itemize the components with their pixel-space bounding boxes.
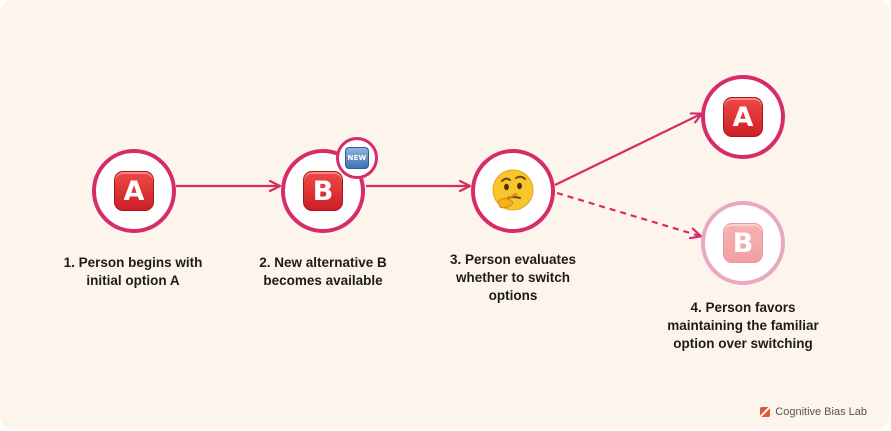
footer-brand: Cognitive Bias Lab: [760, 406, 867, 418]
step-4-label: 4. Person favors maintaining the familia…: [667, 300, 819, 351]
switch-option-b-node: B: [701, 201, 785, 285]
arrow-3-to-switch-b-dashed: [556, 191, 700, 236]
thinking-face-icon: [492, 169, 534, 211]
option-a-node: A: [92, 149, 176, 233]
step-2-label: 2. New alternative B becomes available: [259, 255, 387, 288]
switch-option-b-tile: B: [723, 223, 763, 263]
step-1-label: 1. Person begins with initial option A: [63, 255, 203, 288]
keep-option-a-tile: A: [723, 97, 763, 137]
lab-logo-icon: [760, 407, 771, 417]
new-badge: NEW: [336, 137, 378, 179]
option-b-tile: B: [303, 171, 343, 211]
footer-brand-text: Cognitive Bias Lab: [775, 406, 867, 418]
new-icon: NEW: [345, 147, 369, 169]
arrow-3-to-keep-a: [554, 114, 701, 186]
keep-option-a-node: A: [701, 75, 785, 159]
step-3-label: 3. Person evaluates whether to switch op…: [449, 252, 577, 303]
evaluate-node: [471, 149, 555, 233]
option-a-tile: A: [114, 171, 154, 211]
